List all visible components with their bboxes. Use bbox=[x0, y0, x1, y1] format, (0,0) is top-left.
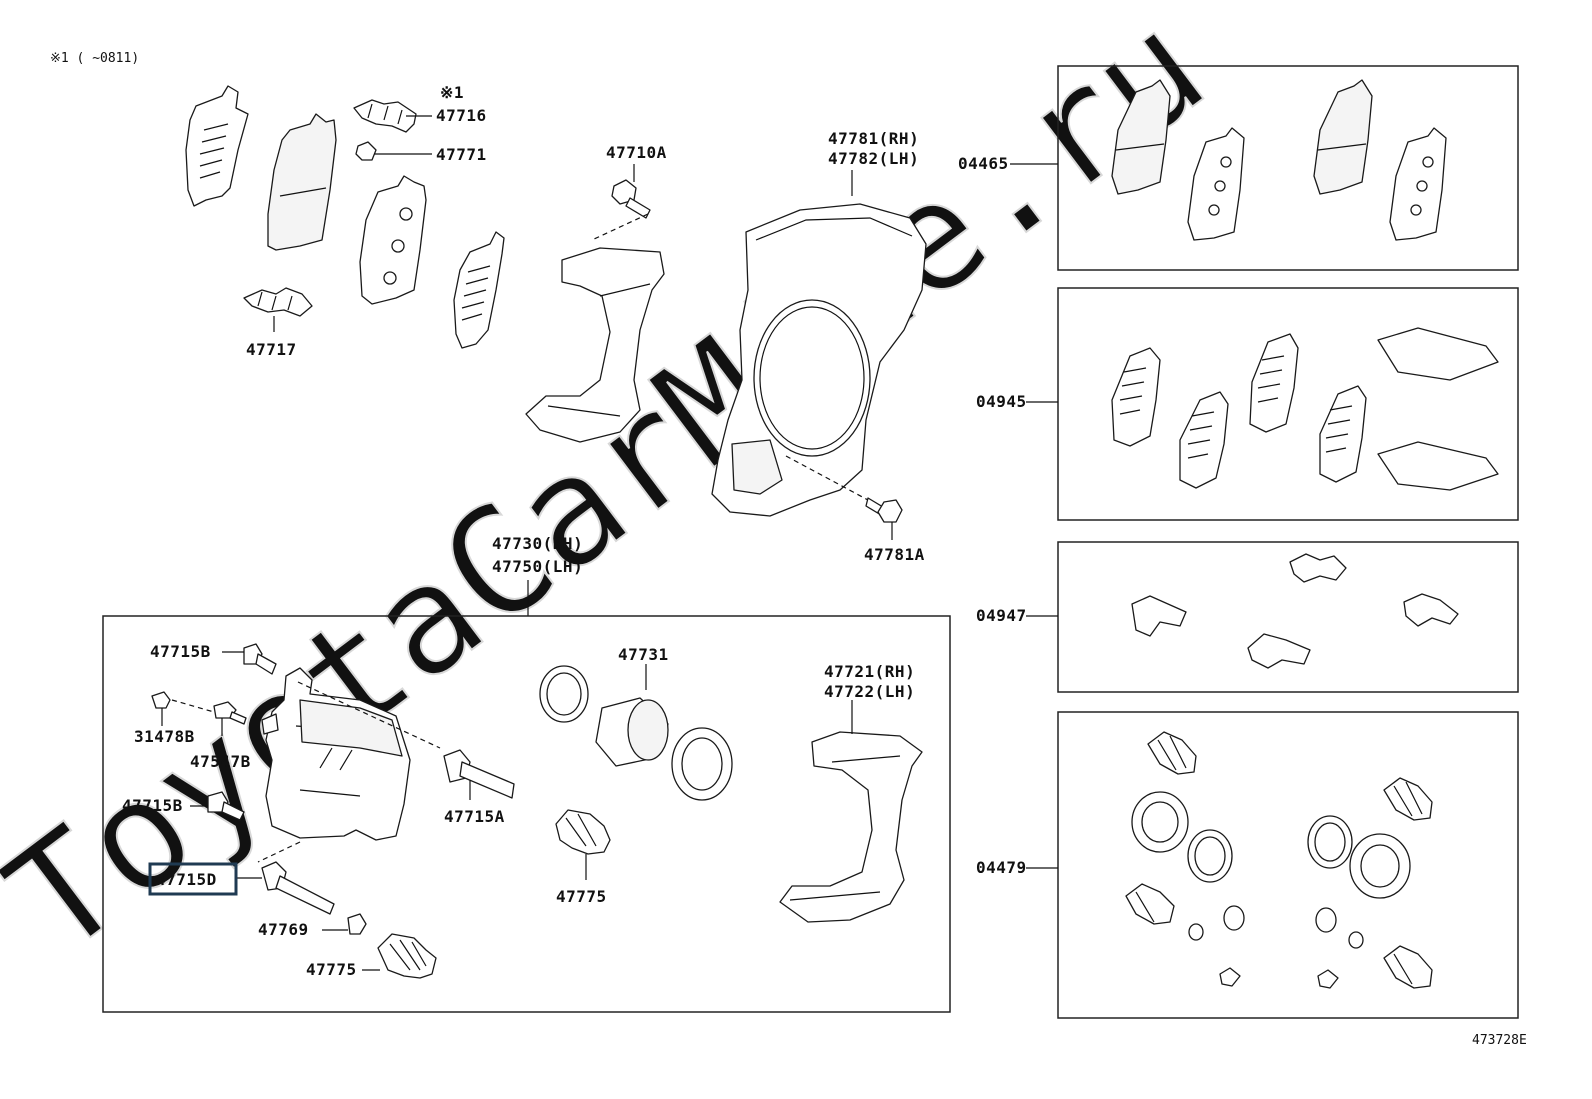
kit-frame-04479 bbox=[1057, 711, 1519, 1019]
label-47722-lh[interactable]: 47722(LH) bbox=[824, 682, 915, 701]
label-47547B[interactable]: 47547B bbox=[190, 752, 251, 771]
label-47715D[interactable]: 47715D bbox=[156, 870, 217, 889]
label-47775-mid[interactable]: 47775 bbox=[556, 887, 607, 906]
label-47716-note: ※1 bbox=[440, 83, 464, 102]
label-47715A[interactable]: 47715A bbox=[444, 807, 505, 826]
anti-squeal-shim-left[interactable] bbox=[185, 85, 249, 207]
piston-seal-47731[interactable] bbox=[539, 665, 589, 723]
caliper-cylinder-body[interactable] bbox=[261, 667, 411, 841]
pad-support-plate-47717[interactable] bbox=[243, 287, 313, 317]
kit-frame-04465 bbox=[1057, 65, 1519, 271]
pad-support-plate-47716[interactable] bbox=[353, 99, 417, 133]
slide-pin-47715D[interactable] bbox=[261, 861, 335, 915]
brake-pad-inner[interactable] bbox=[267, 113, 337, 251]
bleeder-cap-31478B[interactable] bbox=[151, 691, 171, 709]
label-04479[interactable]: 04479 bbox=[976, 858, 1027, 877]
bolt-47781A[interactable] bbox=[865, 497, 903, 523]
label-47750-lh[interactable]: 47750(LH) bbox=[492, 557, 583, 576]
bolt-47715B-mid[interactable] bbox=[207, 791, 245, 821]
anti-squeal-shim-right[interactable] bbox=[453, 231, 505, 349]
caliper-assembly-frame bbox=[102, 615, 951, 1013]
kit-04947-clips[interactable] bbox=[1131, 553, 1459, 669]
slide-pin-47715A[interactable] bbox=[443, 749, 515, 799]
label-47771[interactable]: 47771 bbox=[436, 145, 487, 164]
label-04947[interactable]: 04947 bbox=[976, 606, 1027, 625]
bushing-47769[interactable] bbox=[347, 913, 367, 935]
kit-frame-04947 bbox=[1057, 541, 1519, 693]
label-47717[interactable]: 47717 bbox=[246, 340, 297, 359]
label-04945[interactable]: 04945 bbox=[976, 392, 1027, 411]
diagram-code: 473728E bbox=[1472, 1033, 1527, 1048]
kit-frame-04945 bbox=[1057, 287, 1519, 521]
label-47716[interactable]: 47716 bbox=[436, 106, 487, 125]
label-47715B-top[interactable]: 47715B bbox=[150, 642, 211, 661]
label-47781-rh[interactable]: 47781(RH) bbox=[828, 129, 919, 148]
brake-pad-outer[interactable] bbox=[359, 175, 427, 305]
label-47710A[interactable]: 47710A bbox=[606, 143, 667, 162]
kit-04945-shims[interactable] bbox=[1111, 327, 1499, 491]
label-31478B[interactable]: 31478B bbox=[134, 727, 195, 746]
piston-47731[interactable] bbox=[595, 697, 669, 767]
bolt-47710A[interactable] bbox=[611, 179, 651, 219]
kit-04479-seals-boots[interactable] bbox=[1125, 731, 1433, 989]
label-47782-lh[interactable]: 47782(LH) bbox=[828, 149, 919, 168]
cylinder-boot-47731[interactable] bbox=[671, 727, 733, 801]
label-47731[interactable]: 47731 bbox=[618, 645, 669, 664]
label-47769[interactable]: 47769 bbox=[258, 920, 309, 939]
pad-wear-indicator-47771[interactable] bbox=[355, 141, 377, 161]
highlight-box-47715D bbox=[148, 862, 238, 896]
label-04465[interactable]: 04465 bbox=[958, 154, 1009, 173]
header-note: ※1 ( ~0811) bbox=[50, 51, 139, 66]
caliper-mounting-bracket-top[interactable] bbox=[525, 247, 665, 443]
bleeder-plug-47547B[interactable] bbox=[213, 701, 247, 725]
bolt-47715B-top[interactable] bbox=[243, 643, 277, 675]
boot-47775-low[interactable] bbox=[377, 933, 437, 979]
label-47715B-mid[interactable]: 47715B bbox=[122, 796, 183, 815]
label-47775-low[interactable]: 47775 bbox=[306, 960, 357, 979]
caliper-mounting-bracket-assy[interactable] bbox=[779, 731, 923, 923]
label-47730-rh[interactable]: 47730(RH) bbox=[492, 534, 583, 553]
disc-brake-dust-cover[interactable] bbox=[711, 203, 927, 517]
boot-47775-mid[interactable] bbox=[555, 809, 611, 855]
label-47781A[interactable]: 47781A bbox=[864, 545, 925, 564]
label-47721-rh[interactable]: 47721(RH) bbox=[824, 662, 915, 681]
kit-04465-pads[interactable] bbox=[1111, 79, 1447, 241]
